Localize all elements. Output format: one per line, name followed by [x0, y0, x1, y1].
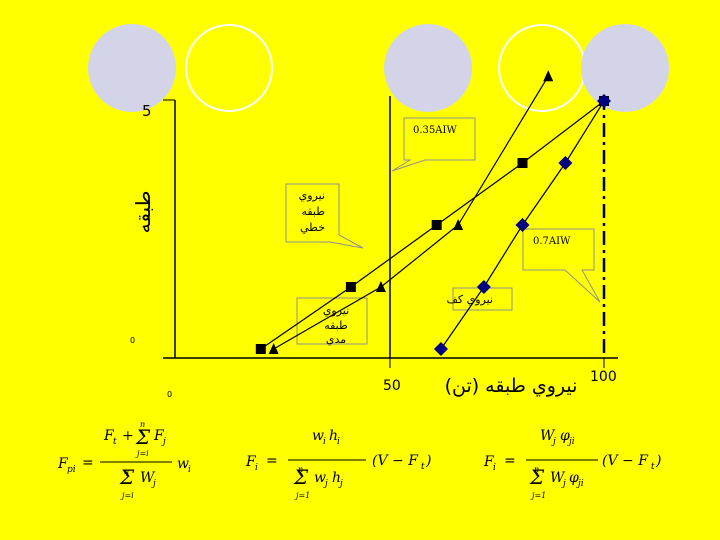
decor-circle [581, 24, 669, 112]
svg-text:=: = [504, 453, 516, 469]
svg-text:F: F [153, 428, 165, 444]
svg-text:ji: ji [576, 479, 584, 489]
callout-linear-line2: طبقه [301, 205, 325, 218]
svg-text:(V − F: (V − F [372, 453, 419, 469]
svg-text:=: = [266, 453, 278, 469]
svg-text:i: i [255, 463, 258, 473]
svg-text:Σ: Σ [293, 465, 309, 489]
svg-text:h: h [332, 470, 341, 486]
svg-text:F: F [245, 454, 257, 470]
svg-text:+: + [122, 428, 134, 444]
svg-text:(V − F: (V − F [602, 453, 649, 469]
callout-07aiw-text: 0.7AIW [533, 236, 571, 247]
svg-text:F: F [483, 454, 495, 470]
svg-text:j: j [161, 437, 166, 447]
svg-text:w: w [177, 456, 189, 472]
svg-text:φ: φ [560, 428, 570, 444]
callout-base-shear-text: نيروي كف [447, 293, 494, 306]
y-tick-top-label: 5 [142, 102, 152, 120]
svg-text:i: i [188, 465, 191, 475]
series-layer [255, 70, 611, 356]
callout-modal-line3: مدي [326, 333, 346, 346]
series-point-triangle [543, 70, 554, 82]
callout-linear-line3: خطي [300, 221, 325, 234]
x-tick-zero-label: 0 [167, 390, 172, 399]
callout-linear-line1: نيروي [299, 189, 325, 202]
svg-text:ji: ji [567, 437, 575, 447]
svg-text:): ) [425, 453, 431, 469]
svg-text:j: j [323, 479, 328, 489]
svg-text:): ) [655, 453, 661, 469]
svg-text:j: j [551, 437, 556, 447]
callout-035aiw: 0.35AIW [391, 117, 476, 172]
svg-text:i: i [323, 437, 326, 447]
decor-circle [185, 24, 273, 112]
svg-text:i: i [337, 437, 340, 447]
svg-text:t: t [421, 462, 425, 472]
series-line-triangle [273, 75, 549, 350]
svg-text:w: w [314, 470, 326, 486]
series-point-diamond [515, 218, 530, 232]
svg-text:pi: pi [67, 465, 76, 475]
svg-text:j: j [151, 479, 156, 489]
callout-modal-story-force: نيروي طبقه مدي [296, 297, 368, 346]
series-point-square [431, 220, 442, 230]
series-point-square [517, 158, 528, 168]
svg-text:F: F [103, 428, 115, 444]
svg-text:W: W [550, 470, 566, 486]
series-point-triangle [453, 219, 464, 230]
decor-circle [384, 24, 472, 112]
x-tick-label-50: 50 [383, 378, 401, 394]
svg-text:n: n [534, 465, 539, 474]
svg-text:W: W [140, 470, 156, 486]
svg-text:Σ: Σ [529, 465, 545, 489]
callout-base-shear: نيروي كف [447, 287, 513, 311]
svg-text:j: j [338, 479, 343, 489]
svg-text:Σ: Σ [135, 425, 151, 449]
series-point-diamond [597, 94, 611, 108]
callout-modal-line1: نيروي [323, 304, 349, 317]
series-point-square [345, 282, 356, 292]
series-point-square [255, 344, 266, 354]
y-axis-title: طبقه [131, 191, 155, 234]
svg-text:j=1: j=1 [294, 491, 310, 500]
x-axis-title: نيروي طبقه (تن) [445, 375, 578, 397]
svg-text:n: n [124, 467, 129, 476]
svg-text:j=i: j=i [135, 449, 149, 458]
svg-text:h: h [329, 428, 338, 444]
svg-text:W: W [540, 428, 556, 444]
svg-text:Σ: Σ [119, 465, 135, 489]
series-point-triangle [268, 343, 279, 354]
y-tick-zero-label: 0 [130, 336, 135, 345]
svg-text:F: F [57, 456, 69, 472]
svg-text:n: n [298, 465, 303, 474]
callout-linear-story-force: نيروي طبقه خطي [285, 183, 364, 249]
series-point-triangle [375, 281, 386, 292]
x-tick-label-100: 100 [590, 369, 617, 385]
svg-text:=: = [82, 455, 94, 471]
svg-text:j=i: j=i [120, 491, 134, 500]
svg-text:t: t [113, 437, 117, 447]
svg-text:t: t [651, 462, 655, 472]
decor-circle [88, 24, 176, 112]
series-point-diamond [558, 156, 573, 170]
svg-text:j: j [561, 479, 566, 489]
callout-07aiw: 0.7AIW [522, 228, 601, 303]
svg-text:φ: φ [569, 470, 579, 486]
series-point-diamond [433, 342, 448, 356]
callout-modal-line2: طبقه [324, 319, 348, 332]
series-point-diamond [476, 280, 491, 294]
callout-035aiw-text: 0.35AIW [413, 125, 457, 136]
svg-text:i: i [493, 463, 496, 473]
svg-text:w: w [312, 428, 324, 444]
svg-text:j=1: j=1 [530, 491, 546, 500]
svg-text:n: n [140, 420, 145, 429]
